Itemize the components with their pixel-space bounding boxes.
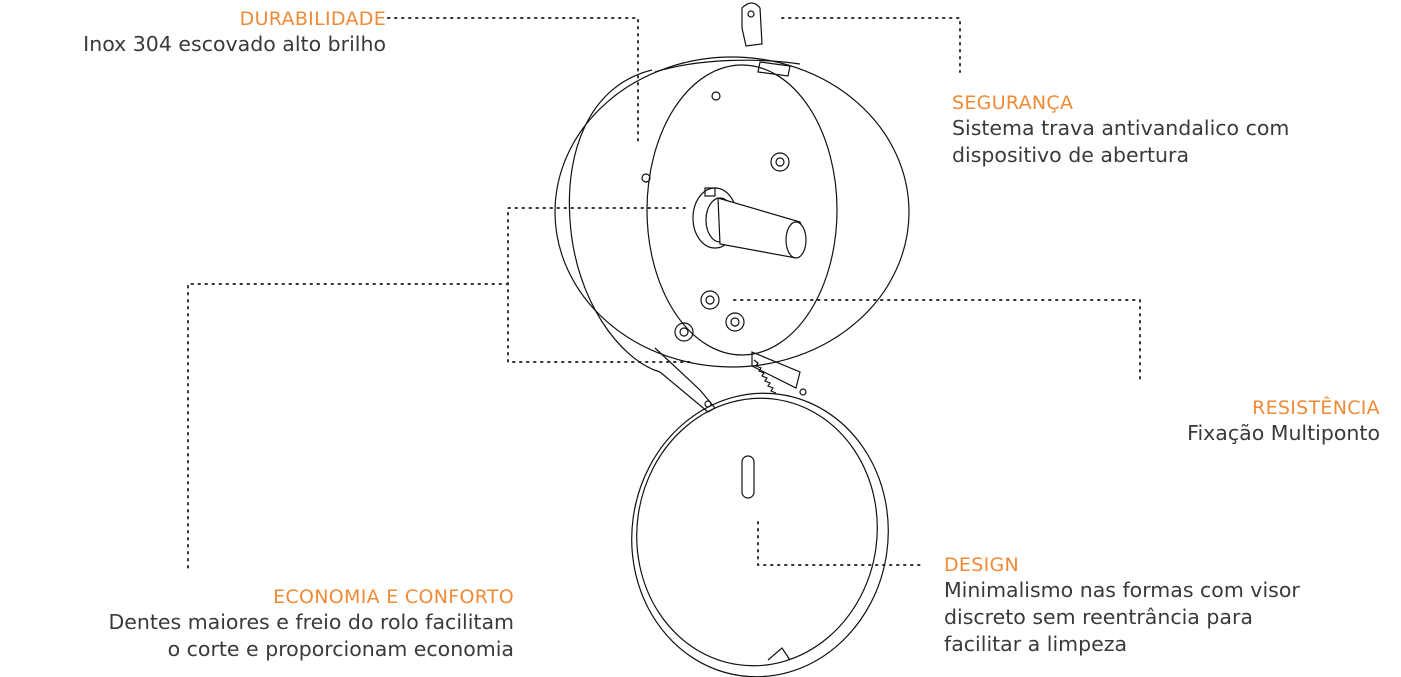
seguranca-title: SEGURANÇA <box>952 92 1074 114</box>
leader-durabilidade <box>387 17 639 146</box>
cutter-teeth <box>751 351 801 389</box>
callout-design: DESIGN Minimalismo nas formas com visor … <box>944 553 1300 658</box>
cutter-serration <box>753 359 777 394</box>
seguranca-desc-line-2: dispositivo de abertura <box>952 143 1190 167</box>
callout-resistencia: RESISTÊNCIA Fixação Multiponto <box>1187 396 1380 447</box>
design-title: DESIGN <box>944 554 1020 576</box>
housing-inner-face <box>646 64 838 356</box>
lock-latch <box>757 61 791 77</box>
leader-economia-branch <box>187 283 509 569</box>
economia-title: ECONOMIA E CONFORTO <box>273 586 514 608</box>
viewer-slot <box>741 455 755 499</box>
design-desc-line-1: Minimalismo nas formas com visor <box>944 578 1300 602</box>
leader-economia <box>507 207 696 363</box>
housing-rim <box>554 56 910 368</box>
screw-holes <box>641 91 790 342</box>
leader-resistencia <box>733 299 1141 381</box>
lock-tab <box>741 2 763 47</box>
callout-economia: ECONOMIA E CONFORTO Dentes maiores e fre… <box>108 585 514 663</box>
front-cover-inner <box>636 397 878 667</box>
design-desc-line-3: facilitar a limpeza <box>944 632 1128 656</box>
economia-desc-line-2: o corte e proporcionam economia <box>167 637 514 661</box>
lock-tab-hole <box>747 10 755 18</box>
durabilidade-title: DURABILIDADE <box>239 8 386 30</box>
design-desc-line-2: discreto sem reentrância para <box>944 605 1253 629</box>
housing-back-outline <box>568 69 661 373</box>
resistencia-desc: Fixação Multiponto <box>1187 421 1380 445</box>
economia-desc-line-1: Dentes maiores e freio do rolo facilitam <box>108 610 514 634</box>
seguranca-desc-line-1: Sistema trava antivandalico com <box>952 116 1290 140</box>
leader-design <box>757 521 926 566</box>
housing-edge <box>654 59 801 73</box>
leader-seguranca <box>781 17 961 73</box>
dispenser-illustration <box>554 2 910 677</box>
durabilidade-desc: Inox 304 escovado alto brilho <box>83 32 386 56</box>
hinge-pin-right <box>799 388 807 396</box>
cover-bottom-tab <box>767 647 791 661</box>
resistencia-title: RESISTÊNCIA <box>1252 397 1380 419</box>
roll-spindle <box>692 187 807 259</box>
callout-seguranca: SEGURANÇA Sistema trava antivandalico co… <box>952 91 1289 169</box>
callout-durabilidade: DURABILIDADE Inox 304 escovado alto bril… <box>83 7 386 58</box>
front-cover <box>631 392 889 677</box>
leader-lines <box>187 17 1141 569</box>
